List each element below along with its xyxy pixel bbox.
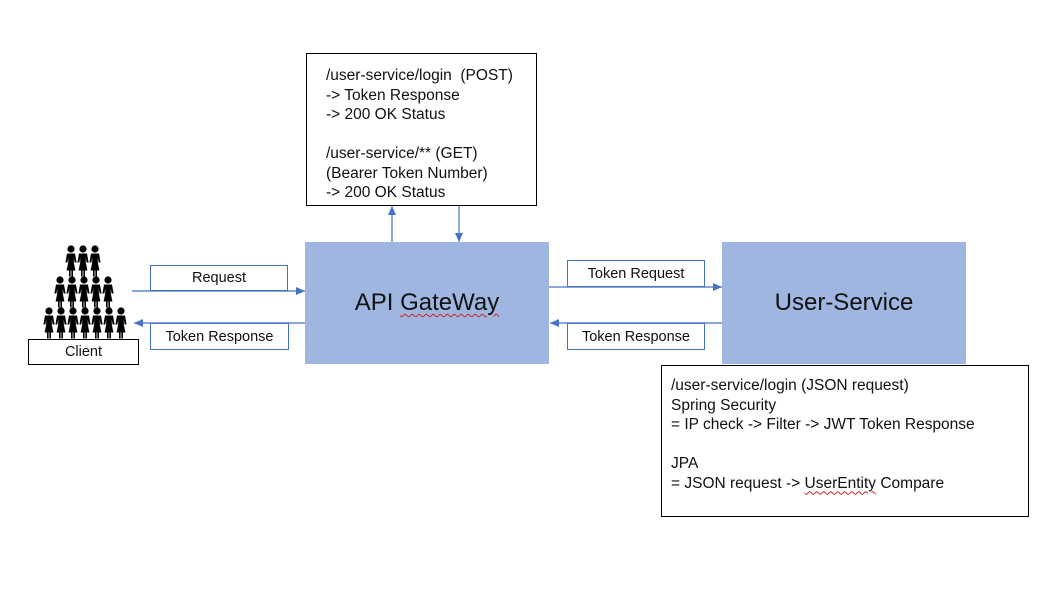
token-request-label: Token Request bbox=[567, 260, 705, 287]
service-note-line: /user-service/login (JSON request) bbox=[671, 377, 909, 394]
user-entity-term: UserEntity bbox=[804, 474, 877, 492]
token-response-gateway-label: Token Response bbox=[567, 323, 705, 350]
service-note-line5-prefix: = JSON request -> bbox=[671, 474, 805, 492]
service-note-line: JPA bbox=[671, 455, 699, 472]
client-label-text: Client bbox=[64, 344, 103, 360]
people-pyramid-icon bbox=[43, 245, 127, 339]
user-service-node: User-Service bbox=[722, 242, 966, 364]
api-gateway-node: API GateWay bbox=[305, 242, 549, 364]
token-request-label-text: Token Request bbox=[587, 265, 685, 282]
gateway-note-line: /user-service/login (POST) bbox=[326, 67, 513, 84]
gateway-note-line: -> 200 OK Status bbox=[326, 106, 446, 123]
user-service-title: User-Service bbox=[774, 289, 914, 316]
request-label: Request bbox=[150, 265, 288, 291]
api-gateway-title-prefix: API bbox=[354, 289, 401, 316]
token-response-client-label-text: Token Response bbox=[165, 328, 274, 345]
gateway-endpoints-note: /user-service/login (POST) -> Token Resp… bbox=[306, 53, 537, 206]
api-gateway-title: API GateWay bbox=[355, 289, 500, 317]
gateway-note-line: -> 200 OK Status bbox=[326, 184, 446, 201]
service-note-spacer bbox=[671, 435, 1016, 455]
gateway-note-line: /user-service/** (GET) bbox=[326, 145, 478, 162]
service-note-line: Spring Security bbox=[671, 396, 777, 414]
service-note-line: = IP check -> Filter -> JWT Token Respon… bbox=[671, 416, 975, 433]
request-label-text: Request bbox=[191, 270, 246, 286]
user-service-details-note: /user-service/login (JSON request) Sprin… bbox=[661, 365, 1029, 517]
token-response-client-label: Token Response bbox=[150, 323, 289, 350]
service-note-line5-suffix: Compare bbox=[876, 474, 945, 492]
token-response-gateway-label-text: Token Response bbox=[581, 328, 690, 345]
gateway-note-line: -> Token Response bbox=[326, 86, 460, 104]
client-label: Client bbox=[28, 339, 139, 365]
service-note-line: = JSON request -> UserEntity Compare bbox=[671, 474, 1016, 494]
gateway-note-line: (Bearer Token Number) bbox=[326, 164, 488, 182]
gateway-note-spacer bbox=[326, 125, 524, 145]
api-gateway-title-suffix: GateWay bbox=[400, 289, 500, 316]
